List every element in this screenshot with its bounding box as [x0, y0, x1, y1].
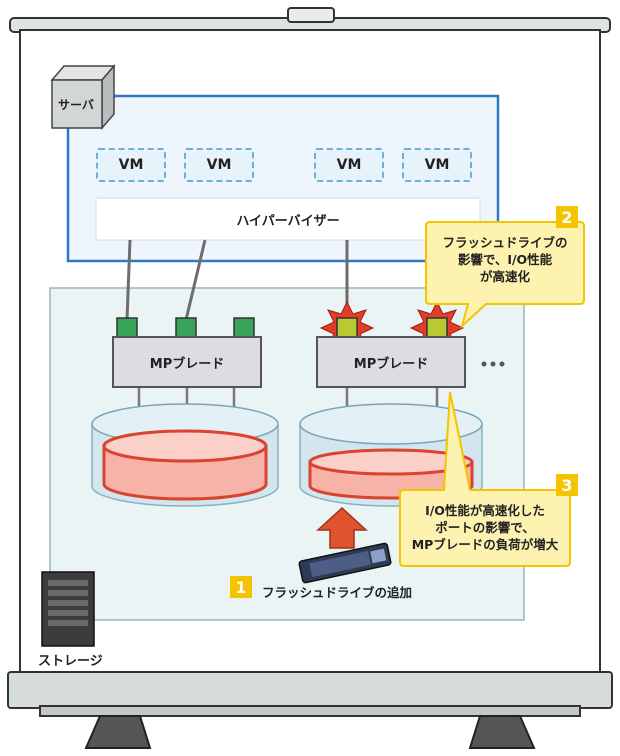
mp-blade-1: MPブレード	[112, 336, 262, 388]
vm-2: VM	[184, 148, 254, 182]
vm-4: VM	[402, 148, 472, 182]
callout-3-text: I/O性能が高速化した ポートの影響で、 MPブレードの負荷が増大	[400, 502, 570, 553]
screen-foot-left	[84, 715, 152, 749]
callout-1-text: フラッシュドライブの追加	[262, 585, 413, 600]
storage-label: ストレージ	[38, 654, 103, 669]
callout-2-number: 2	[556, 206, 578, 228]
more-indicator-dots	[481, 361, 505, 367]
callout-3-line-1: I/O性能が高速化した	[425, 503, 545, 518]
callout-3-number: 3	[556, 474, 578, 496]
screen-foot-right	[468, 715, 536, 749]
screen-base	[7, 671, 613, 709]
callout-3-line-2: ポートの影響で、	[435, 520, 535, 535]
port-green-2	[175, 317, 197, 339]
port-green-3	[233, 317, 255, 339]
disk-group-1	[91, 403, 279, 507]
callout-1-number: 1	[230, 576, 252, 598]
vm-1: VM	[96, 148, 166, 182]
mp-blade-2: MPブレード	[316, 336, 466, 388]
flash-drive-icon	[298, 542, 392, 584]
screen-hanger	[287, 7, 335, 23]
vm-3: VM	[314, 148, 384, 182]
callout-2-line-3: が高速化	[479, 269, 530, 284]
callout-2-line-1: フラッシュドライブの	[442, 235, 568, 250]
screen-base-lower	[39, 705, 581, 717]
callout-3-line-3: MPブレードの負荷が増大	[411, 537, 559, 552]
server-label: サーバ	[58, 98, 94, 112]
server-cube-icon	[50, 63, 116, 131]
upward-arrow	[316, 506, 368, 549]
callout-2-bubble	[425, 221, 585, 330]
hypervisor-bar	[95, 197, 481, 241]
port-green-1	[116, 317, 138, 339]
callout-2-line-2: 影響で、I/O性能	[457, 252, 553, 267]
storage-rack-icon	[41, 571, 95, 647]
callout-2-text: フラッシュドライブの 影響で、I/O性能 が高速化	[426, 234, 584, 285]
hypervisor-label: ハイパーバイザー	[236, 214, 340, 229]
